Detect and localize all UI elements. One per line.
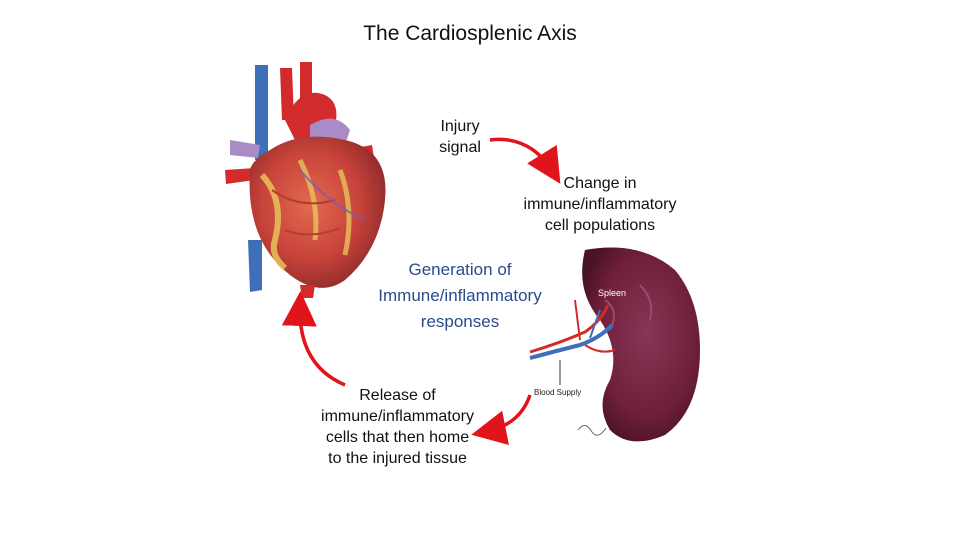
step-release-line-1: Release of [359,387,436,404]
step-release-line-2: immune/inflammatory [321,408,474,425]
heart-illustration [225,62,386,298]
spleen-label: Spleen [598,288,627,298]
step-generation-line-3: responses [420,312,500,331]
step-generation-line-2: Immune/inflammatory [378,286,542,305]
arrow-release-to-heart [281,291,346,387]
step-change-line-3: cell populations [544,217,656,234]
step-change-line-1: Change in [563,175,637,192]
step-change-line-2: immune/inflammatory [523,196,677,213]
spleen-illustration [525,245,703,443]
step-injury-signal: Injury signal [415,116,505,158]
step-release-line-4: to the injured tissue [328,450,467,467]
page-title: The Cardiosplenic Axis [363,22,577,45]
step-release-cells: Release of immune/inflammatory cells tha… [290,385,505,469]
arrow-change-to-release [471,394,532,446]
arrow-injury-to-change [489,137,561,184]
step-change-populations: Change in immune/inflammatory cell popul… [495,173,705,236]
step-generation-responses: Generation of Immune/inflammatory respon… [350,257,570,335]
cycle-arrows [281,137,561,446]
step-injury-line-2: signal [439,139,481,156]
blood-supply-label: Blood Supply [534,388,582,397]
step-release-line-3: cells that then home [325,429,470,446]
step-injury-line-1: Injury [440,118,480,135]
step-generation-line-1: Generation of [408,260,512,279]
